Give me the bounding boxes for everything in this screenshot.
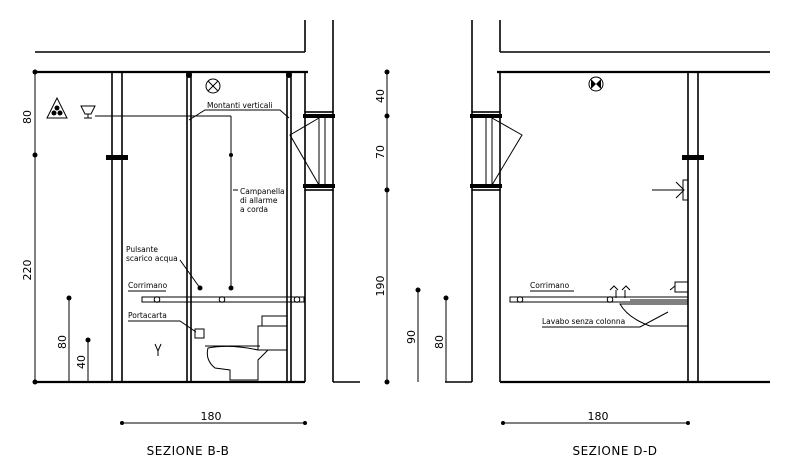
leader-lavabo (542, 311, 669, 328)
window-element-right (470, 111, 523, 191)
ceiling-light-icon (205, 78, 221, 94)
label-corrimano-left: Corrimano (128, 281, 168, 290)
label-montanti: Montanti verticali (207, 101, 273, 110)
grab-bar-fix-1 (153, 296, 161, 303)
cord-dot-1 (229, 153, 233, 157)
label-lavabo: Lavabo senza colonna (542, 317, 625, 326)
dim-80-dd: 80 (433, 335, 446, 349)
wall-bracket-right (682, 155, 704, 160)
window-element-left (289, 111, 335, 191)
post-cap-2 (286, 72, 292, 78)
section-dd: Corrimano Lavabo senza colonna 40 70 190… (374, 20, 770, 458)
label-pulsante-2: scarico acqua (126, 254, 178, 263)
small-symbol-icon (154, 343, 162, 356)
dim-80-bottom: 80 (56, 335, 69, 349)
wall-fixture (682, 179, 689, 201)
dim-40: 40 (75, 355, 88, 369)
paper-holder (194, 328, 205, 339)
dim-40-dd: 40 (374, 89, 387, 103)
dim-190-dd: 190 (374, 276, 387, 297)
wall-bracket-left (106, 155, 128, 160)
label-campanella-3: a corda (240, 205, 268, 214)
title-sezione-dd: SEZIONE D-D (572, 444, 657, 458)
dim-80-top: 80 (21, 110, 34, 124)
toilet (205, 315, 288, 381)
arrow-symbol (652, 181, 685, 199)
leader-montanti (188, 109, 290, 121)
leader-pulsante (179, 259, 201, 289)
grab-bar-fix-2 (218, 296, 226, 303)
dim-70-dd: 70 (374, 145, 387, 159)
section-bb: Montanti verticali Campanella di allarme… (21, 20, 360, 458)
post-cap-1 (186, 72, 192, 78)
grab-bar-left (141, 296, 305, 303)
ceiling-light-icon-dd (588, 76, 604, 92)
label-corrimano-right: Corrimano (530, 281, 570, 290)
dim-180-dd: 180 (588, 410, 609, 423)
basin-symbol-icon (80, 105, 96, 119)
label-campanella-2: di allarme (240, 196, 278, 205)
dim-90-dd: 90 (405, 330, 418, 344)
label-campanella-1: Campanella (240, 187, 285, 196)
label-pulsante-1: Pulsante (126, 245, 158, 254)
label-portacarta: Portacarta (128, 311, 167, 320)
dim-220: 220 (21, 260, 34, 281)
grab-bar-fix-3 (293, 296, 301, 303)
washbasin (609, 281, 689, 327)
warning-triangle-icon (46, 96, 68, 119)
leader-portacarta (128, 320, 197, 333)
dim-180-bb: 180 (201, 410, 222, 423)
flush-button (197, 285, 203, 291)
cord-dot-2 (228, 285, 234, 291)
title-sezione-bb: SEZIONE B-B (147, 444, 230, 458)
